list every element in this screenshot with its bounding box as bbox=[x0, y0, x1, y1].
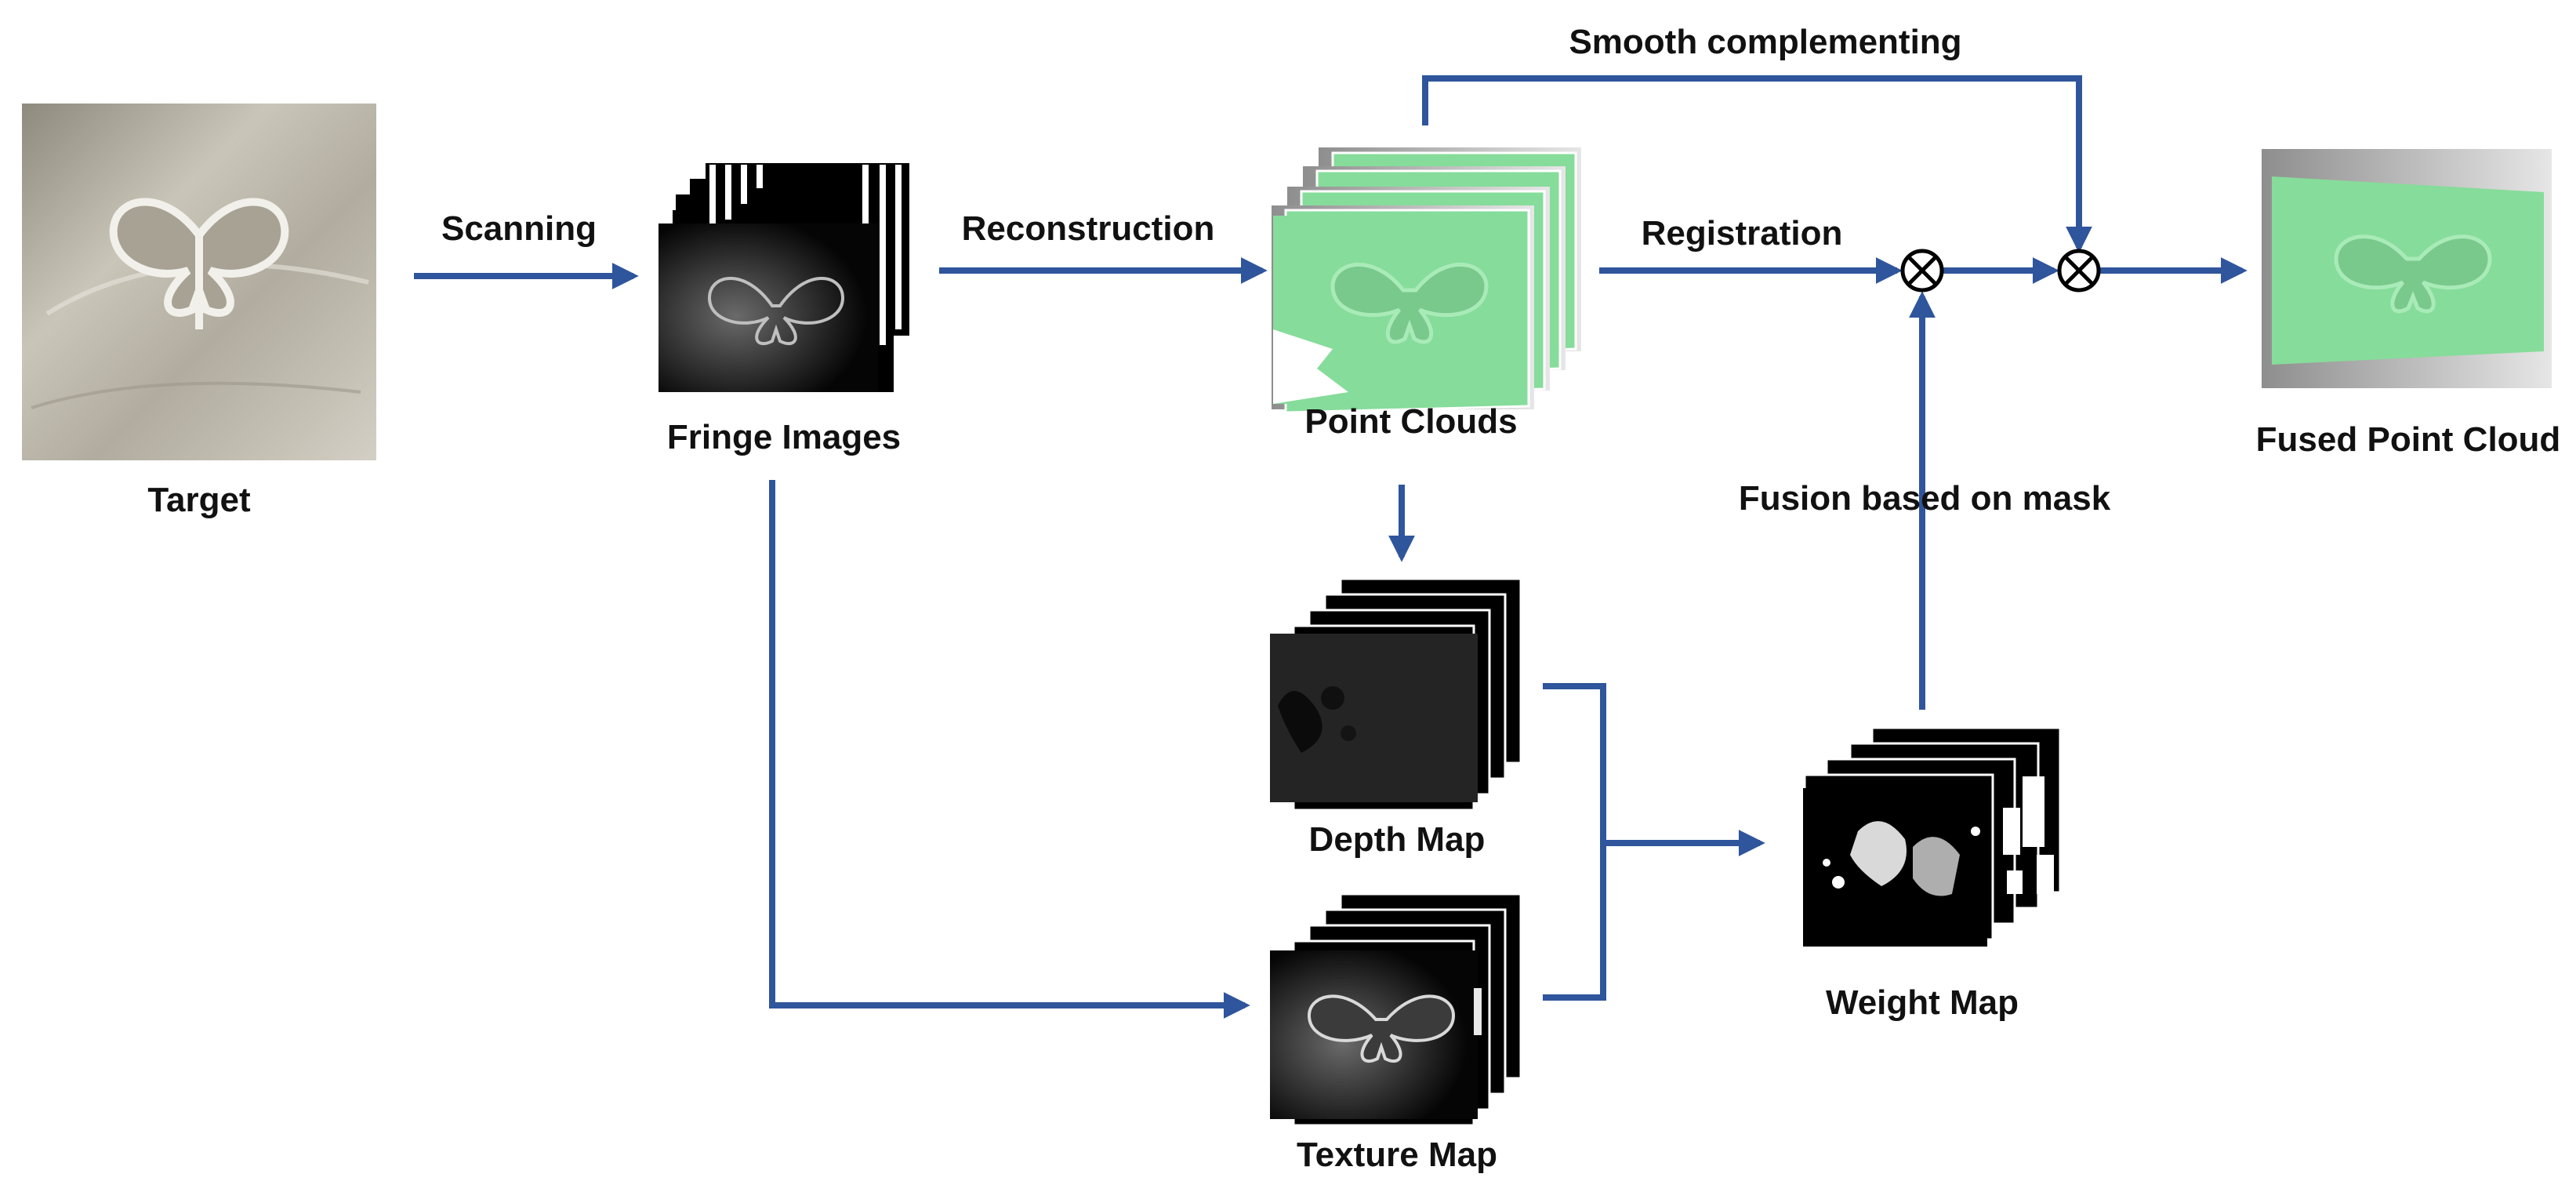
label-fringe-images: Fringe Images bbox=[667, 418, 901, 456]
fringe-images-stack bbox=[659, 163, 909, 392]
edge-label-smooth-complementing: Smooth complementing bbox=[1569, 23, 1961, 61]
arrow-fringe-to-texture bbox=[769, 480, 1250, 1019]
weight-map-stack bbox=[1803, 726, 2062, 947]
label-depth-map: Depth Map bbox=[1309, 820, 1486, 859]
arrow-smooth-complementing bbox=[1422, 75, 2092, 253]
arrows bbox=[414, 75, 2248, 1019]
label-weight-map: Weight Map bbox=[1826, 983, 2019, 1022]
circled-times-icon bbox=[1900, 249, 1944, 293]
butterfly-emboss bbox=[109, 198, 289, 329]
label-fused-point-cloud: Fused Point Cloud bbox=[2256, 420, 2561, 459]
fused-point-cloud-image bbox=[2262, 149, 2552, 388]
circled-times-icon bbox=[2057, 249, 2101, 293]
edge-label-reconstruction: Reconstruction bbox=[962, 209, 1215, 248]
label-target: Target bbox=[147, 481, 251, 519]
bracket-depth-texture bbox=[1543, 683, 1606, 1001]
texture-map-stack bbox=[1270, 892, 1522, 1127]
edge-label-fusion-mask: Fusion based on mask bbox=[1739, 479, 2111, 518]
label-point-clouds: Point Clouds bbox=[1304, 402, 1517, 441]
edge-label-scanning: Scanning bbox=[441, 209, 597, 248]
point-clouds-stack bbox=[1272, 147, 1581, 414]
edge-label-registration: Registration bbox=[1642, 214, 1843, 253]
target-image bbox=[22, 104, 376, 460]
label-texture-map: Texture Map bbox=[1297, 1136, 1497, 1174]
depth-map-stack bbox=[1270, 577, 1522, 812]
